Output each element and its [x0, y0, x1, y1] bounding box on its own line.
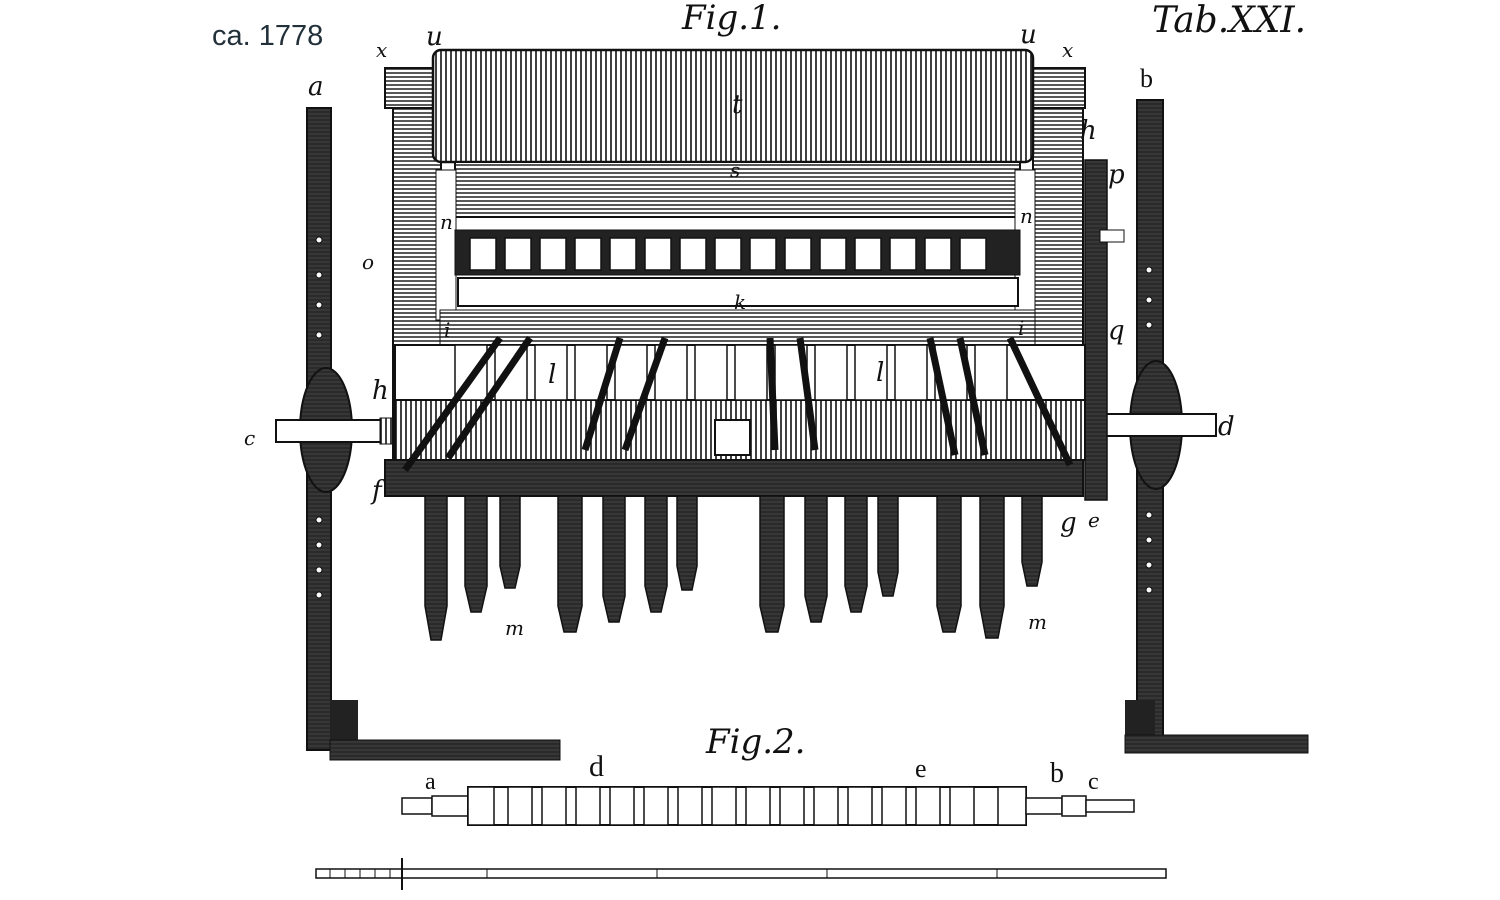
- fig2-label-c: c: [1088, 769, 1099, 795]
- label-c: c: [244, 426, 256, 450]
- label-q: q: [1108, 316, 1125, 346]
- label-n-left: n: [440, 210, 453, 234]
- rack-handle: [1099, 229, 1125, 243]
- figure-2-title: Fig.2.: [706, 722, 806, 762]
- fig2-label-b: b: [1050, 758, 1064, 789]
- label-i-right: i: [1018, 316, 1025, 340]
- label-o: o: [362, 250, 375, 274]
- central-medallion: [714, 419, 751, 456]
- pallets: [469, 237, 987, 271]
- label-u-left: u: [426, 22, 443, 52]
- label-x-right: x: [1062, 38, 1074, 62]
- label-u-right: u: [1020, 20, 1037, 50]
- plate-number: Tab.XXI.: [1152, 0, 1307, 41]
- label-g: g: [1060, 508, 1077, 538]
- label-x-left: x: [376, 38, 388, 62]
- rack-p-q: [1084, 159, 1108, 501]
- date-caption: ca. 1778: [212, 20, 324, 52]
- fig2-barrel: [401, 786, 1135, 826]
- label-m-right: m: [1028, 610, 1047, 634]
- fig2-label-a: a: [425, 769, 436, 795]
- label-h-right: h: [1080, 116, 1097, 146]
- fig2-label-e: e: [915, 754, 927, 783]
- figure-1-title: Fig.1.: [682, 0, 782, 38]
- label-n-right: n: [1020, 204, 1033, 228]
- label-f: f: [372, 476, 382, 506]
- label-l-right: l: [876, 358, 885, 388]
- right-hub: [1085, 360, 1217, 490]
- label-k: k: [734, 290, 747, 314]
- label-l-left: l: [548, 360, 557, 390]
- label-t: t: [732, 90, 743, 120]
- label-e: e: [1088, 508, 1100, 532]
- pipes-m: [424, 495, 1043, 641]
- scale-bar: [315, 858, 1167, 890]
- fig2-label-d: d: [589, 750, 604, 783]
- label-a: a: [308, 72, 324, 102]
- label-h-left: h: [372, 376, 389, 406]
- label-p: p: [1108, 160, 1125, 190]
- label-i-left: i: [444, 318, 451, 342]
- label-b: b: [1140, 64, 1153, 93]
- trackers: [402, 335, 1074, 473]
- label-d: d: [1218, 412, 1235, 442]
- label-s: s: [730, 158, 741, 182]
- left-hub: [275, 367, 411, 493]
- label-m-left: m: [505, 616, 524, 640]
